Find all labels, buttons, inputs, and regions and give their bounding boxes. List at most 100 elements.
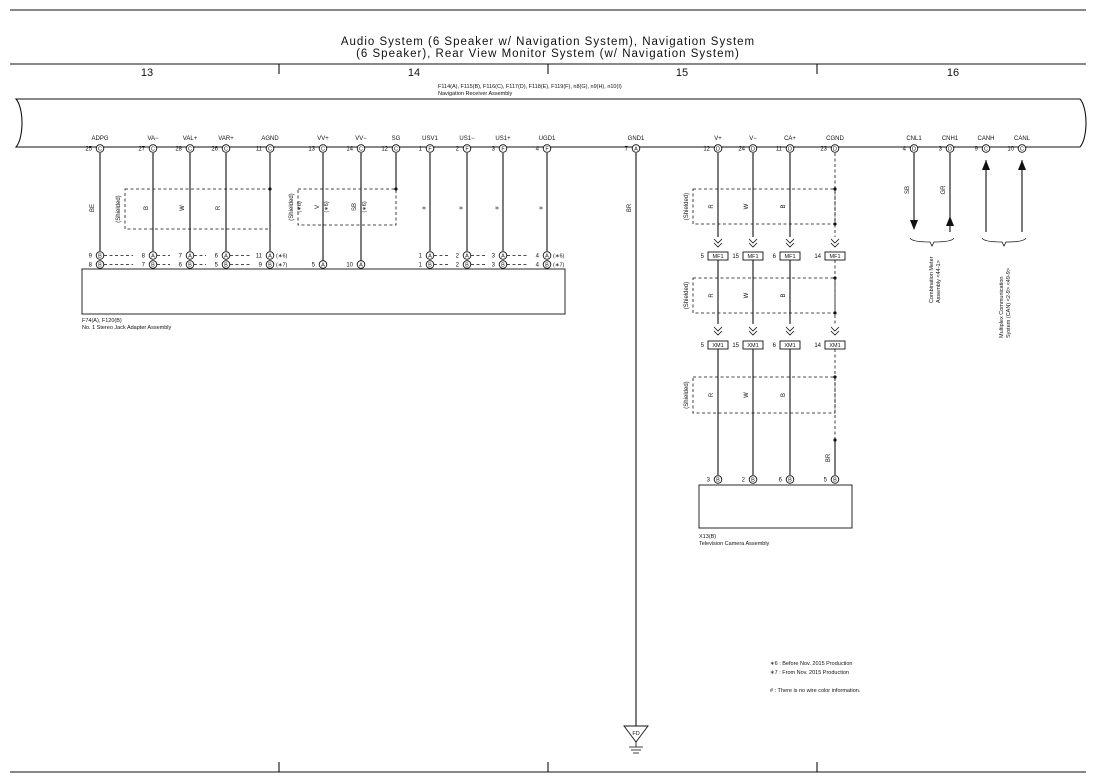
- cam-shield-dot-2: [833, 276, 837, 280]
- multiplex-label-2: System (CAN) <2-9> <49-9>: [1006, 268, 1012, 338]
- stereo-adapter-connectors: F74(A), F120(B): [82, 318, 122, 324]
- nav-pin-20-num: 10: [1007, 147, 1014, 153]
- wire-color-cam-r-0: R: [709, 204, 715, 209]
- nav-pin-label-4: AGND: [261, 136, 279, 142]
- nav-pin-0-conn: C: [98, 147, 102, 153]
- camera-pin-1-circle: [748, 475, 758, 484]
- nav-pin-11-conn: F: [545, 147, 549, 153]
- adapter-pin-a-4-circle: [265, 251, 275, 260]
- adapter-usb-b-0-circle: [425, 260, 435, 269]
- cnh1-arrow: [946, 216, 954, 226]
- nav-pin-0-num: 25: [85, 147, 92, 153]
- adapter-pin-b-4-conn: B: [268, 263, 272, 269]
- adapter-pin-b-3-conn: B: [224, 263, 228, 269]
- adapter-usb-b-3-note: (∗7): [553, 263, 564, 269]
- xm1-pin-2-conn: XM1: [784, 343, 795, 349]
- adapter-video-pin-1-circle: [356, 260, 366, 269]
- wire-color-usb-0: #: [422, 206, 428, 210]
- combination-meter-label-2: Assembly <44-1>: [936, 260, 942, 303]
- adapter-pin-a-0-conn: B: [98, 254, 102, 260]
- video-shield: [297, 188, 397, 226]
- nav-pin-3-num: 26: [211, 147, 218, 153]
- wire-color-usb-2: #: [495, 206, 501, 210]
- nav-pin-15-conn: D: [788, 147, 792, 153]
- adapter-pin-a-3-num: 6: [215, 254, 219, 260]
- nav-receiver-body: [14, 98, 1087, 148]
- nav-pin-label-19: CANH: [977, 136, 994, 142]
- nav-receiver-name: Navigation Receiver Assembly: [438, 91, 513, 97]
- adapter-video-pin-0-conn: A: [321, 263, 325, 269]
- nav-pin-19-num: 9: [975, 147, 979, 153]
- nav-pin-19-circle: [981, 144, 991, 153]
- adapter-usb-a-3-conn: A: [545, 254, 549, 260]
- camera-body: [698, 484, 853, 529]
- diagram-title-line1: Audio System (6 Speaker w/ Navigation Sy…: [341, 36, 755, 48]
- nav-pin-4-circle: [265, 144, 275, 153]
- nav-pin-3-circle: [221, 144, 231, 153]
- nav-pin-label-13: V+: [714, 136, 722, 142]
- nav-pin-label-11: UGD1: [539, 136, 556, 142]
- note-no-color: # : There is no wire color information.: [770, 688, 861, 694]
- wire-color-cam-b-0: B: [781, 204, 787, 208]
- nav-pin-7-num: 12: [381, 147, 388, 153]
- nav-pin-label-17: CNL1: [906, 136, 922, 142]
- nav-pin-1-num: 27: [138, 147, 145, 153]
- adapter-usb-b-2-num: 3: [492, 263, 496, 269]
- mf1-pin-0-conn: MF1: [713, 254, 724, 260]
- nav-pin-14-num: 24: [738, 147, 745, 153]
- camera-pin-1-conn: B: [751, 478, 755, 484]
- camera-pin-3-conn: B: [833, 478, 837, 484]
- adapter-pin-a-2-num: 7: [179, 254, 183, 260]
- nav-pin-9-num: 2: [456, 147, 460, 153]
- stereo-adapter-body: [81, 268, 566, 315]
- nav-pin-10-num: 3: [492, 147, 496, 153]
- stereo-adapter-name: No. 1 Stereo Jack Adapter Assembly: [82, 325, 172, 331]
- nav-pin-18-circle: [945, 144, 955, 153]
- adapter-pin-a-0-num: 9: [89, 254, 93, 260]
- nav-pin-label-1: VA−: [147, 136, 159, 142]
- nav-pin-16-circle: [830, 144, 840, 153]
- wire-color-var: R: [216, 205, 222, 210]
- wire-note-vv-minus: (∗6): [362, 201, 368, 212]
- adapter-usb-a-3-note: (∗6): [553, 254, 564, 260]
- adapter-pin-b-4-num: 9: [259, 263, 263, 269]
- adapter-pin-b-2-num: 6: [179, 263, 183, 269]
- wire-color-cam-b-2: B: [781, 393, 787, 397]
- adapter-video-pin-1-conn: A: [359, 263, 363, 269]
- mf1-arrows-1: [748, 238, 758, 248]
- adapter-usb-a-0-conn: A: [428, 254, 432, 260]
- nav-pin-5-circle: [318, 144, 328, 153]
- nav-pin-label-6: VV−: [355, 136, 367, 142]
- nav-pin-6-conn: C: [359, 147, 363, 153]
- adapter-pin-a-3-conn: A: [224, 254, 228, 260]
- nav-pin-13-circle: [713, 144, 723, 153]
- nav-pin-label-18: CNH1: [942, 136, 959, 142]
- adapter-pin-b-3-num: 5: [215, 263, 219, 269]
- nav-pin-19-conn: C: [984, 147, 988, 153]
- wire-labels: (Shielded)BEBWRADPGVA−VAL+VAR+(∗6)AGNDAU…: [90, 185, 947, 494]
- adapter-pin-a-1-num: 8: [142, 254, 146, 260]
- combination-meter-label-1: Combination Meter: [929, 256, 935, 303]
- camera-shield-2: [692, 376, 836, 414]
- xm1-pin-2-num: 6: [773, 343, 777, 349]
- camera-pin-0-conn: B: [716, 478, 720, 484]
- nav-pin-4-conn: C: [268, 147, 272, 153]
- nav-pin-20-conn: C: [1020, 147, 1024, 153]
- adapter-usb-b-1-num: 2: [456, 263, 460, 269]
- adapter-usb-b-3-conn: B: [545, 263, 549, 269]
- camera-pin-2-conn: B: [788, 478, 792, 484]
- nav-pin-label-2: VAL+: [183, 136, 198, 142]
- nav-pin-13-conn: D: [716, 147, 720, 153]
- adapter-pin-b-1-num: 7: [142, 263, 146, 269]
- wire-color-cam-w-2: W: [744, 392, 750, 398]
- camera-pin-2-circle: [785, 475, 795, 484]
- diagram-title-line2: (6 Speaker), Rear View Monitor System (w…: [356, 48, 740, 60]
- nav-pin-label-3: VAR+: [218, 136, 234, 142]
- xm1-pin-3-num: 14: [814, 343, 821, 349]
- nav-pin-17-circle: [909, 144, 919, 153]
- mf1-arrows-0: [713, 238, 723, 248]
- wire-color-cam-r-2: R: [709, 392, 715, 397]
- nav-pin-13-num: 12: [703, 147, 710, 153]
- wire-note-vv-plus: (∗6): [324, 201, 330, 212]
- nav-pin-1-circle: [148, 144, 158, 153]
